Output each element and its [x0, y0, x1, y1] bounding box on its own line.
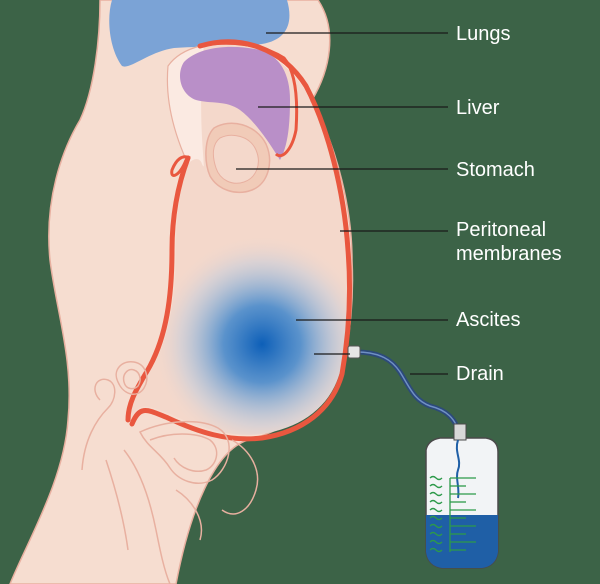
- label-lungs: Lungs: [456, 23, 511, 45]
- pelvic-organs: [81, 361, 259, 584]
- label-ascites: Ascites: [456, 309, 521, 331]
- drain-tube: [347, 345, 463, 439]
- label-peritoneal-line2: membranes: [456, 243, 562, 265]
- label-peritoneal-line1: Peritoneal: [456, 219, 547, 241]
- label-peritoneal-membranes: Peritoneal membranes: [456, 218, 562, 266]
- peritoneal-membrane-fold: [170, 155, 191, 177]
- leader-lines: [236, 32, 448, 375]
- label-drain: Drain: [456, 363, 504, 385]
- peritoneal-membrane: [129, 39, 353, 442]
- peritoneal-membrane-inner: [199, 41, 299, 158]
- label-stomach: Stomach: [456, 159, 535, 181]
- stomach-shape: [205, 122, 271, 194]
- lungs-shape: [109, 0, 290, 67]
- bag-scale: [429, 475, 476, 553]
- liver-shape: [180, 46, 290, 161]
- label-liver: Liver: [456, 97, 500, 119]
- drainage-bag: [425, 423, 499, 569]
